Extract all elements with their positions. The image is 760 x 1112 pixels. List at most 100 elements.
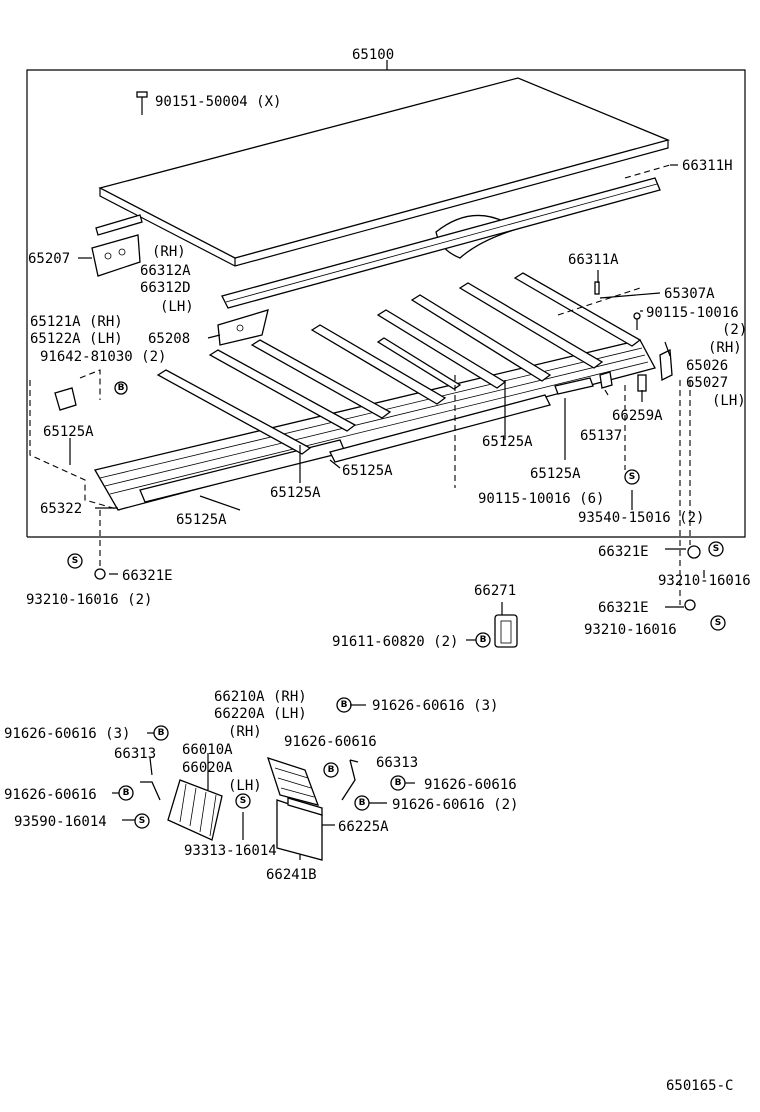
- label-93313: 93313-16014: [184, 843, 277, 859]
- label-91626-3a: 91626-60616 (3): [372, 698, 498, 714]
- svg-text:S: S: [72, 556, 78, 566]
- label-65322: 65322: [40, 501, 82, 517]
- label-65137: 65137: [580, 428, 622, 444]
- label-93590: 93590-16014: [14, 814, 107, 830]
- label-65125a-6: 65125A: [176, 512, 227, 528]
- svg-text:B: B: [395, 778, 402, 788]
- label-66311h: 66311H: [682, 158, 733, 174]
- label-66321e-l: 66321E: [122, 568, 173, 584]
- label-lh-1: (LH): [160, 299, 194, 315]
- label-rh-1: (RH): [152, 244, 186, 260]
- label-91642: 91642-81030 (2): [40, 349, 166, 365]
- leader-lines: [69, 164, 678, 860]
- symbol-b-91626-2: B: [354, 795, 370, 811]
- bracket-66271: [494, 614, 518, 648]
- bracket-65121a: [54, 387, 77, 411]
- symbol-s-93313: S: [235, 793, 251, 809]
- bracket-65207: [91, 234, 141, 277]
- mud-guard-right: [266, 756, 320, 806]
- svg-text:B: B: [123, 788, 130, 798]
- label-93210-r2: 93210-16016: [584, 622, 677, 638]
- cross-members: [156, 272, 642, 455]
- bolt-90151: [136, 91, 148, 115]
- label-65125a-5: 65125A: [270, 485, 321, 501]
- label-91626-3b: 91626-60616 (3): [4, 726, 130, 742]
- side-rail-66311h: [221, 177, 661, 309]
- label-65100: 65100: [352, 47, 394, 63]
- label-lh-3: (LH): [228, 778, 262, 794]
- label-66210a: 66210A (RH): [214, 689, 307, 705]
- label-rh-2: (RH): [708, 340, 742, 356]
- label-65208: 65208: [148, 331, 190, 347]
- label-rh-3: (RH): [228, 724, 262, 740]
- bracket-65026: [659, 348, 673, 382]
- symbol-b-91626-c: B: [390, 775, 406, 791]
- label-66225a: 66225A: [338, 819, 389, 835]
- label-66321e-r1: 66321E: [598, 544, 649, 560]
- label-65026: 65026: [686, 358, 728, 374]
- label-66312d: 66312D: [140, 280, 191, 296]
- svg-text:B: B: [118, 383, 125, 393]
- clip-66311a: [594, 281, 600, 295]
- label-66010a: 66010A: [182, 742, 233, 758]
- label-66313-r: 66313: [376, 755, 418, 771]
- hinge-66313-right: [341, 759, 356, 801]
- label-65122a: 65122A (LH): [30, 331, 123, 347]
- label-66220a: 66220A (LH): [214, 706, 307, 722]
- svg-text:B: B: [328, 765, 335, 775]
- label-93210-l: 93210-16016 (2): [26, 592, 152, 608]
- bracket-66259a: [637, 374, 647, 392]
- nut-66321e-right1: [687, 545, 701, 559]
- label-91611: 91611-60820 (2): [332, 634, 458, 650]
- svg-text:B: B: [158, 728, 165, 738]
- label-65307a: 65307A: [664, 286, 715, 302]
- label-65207: 65207: [28, 251, 70, 267]
- label-65125a-3: 65125A: [342, 463, 393, 479]
- label-66312a: 66312A: [140, 263, 191, 279]
- label-66313-l: 66313: [114, 746, 156, 762]
- svg-text:S: S: [629, 472, 635, 482]
- hinge-66313-left: [140, 781, 161, 801]
- symbol-b-91642: B: [114, 381, 128, 395]
- mud-guard-left: [167, 779, 223, 841]
- label-qty-2: (2): [722, 322, 747, 338]
- bar-66225a: [287, 797, 323, 816]
- symbol-b-91626-3a: B: [336, 697, 352, 713]
- label-66311a: 66311A: [568, 252, 619, 268]
- svg-text:B: B: [480, 635, 487, 645]
- label-90151: 90151-50004 (X): [155, 94, 281, 110]
- symbol-s-93210-right2: S: [710, 615, 726, 631]
- label-65125a-4: 65125A: [530, 466, 581, 482]
- symbol-b-91611: B: [475, 632, 491, 648]
- svg-text:S: S: [139, 816, 145, 826]
- svg-text:S: S: [715, 618, 721, 628]
- label-93540: 93540-15016 (2): [578, 510, 704, 526]
- label-66020a: 66020A: [182, 760, 233, 776]
- label-91626-b: 91626-60616: [4, 787, 97, 803]
- label-90115-6: 90115-10016 (6): [478, 491, 604, 507]
- symbol-s-93590: S: [134, 813, 150, 829]
- label-lh-2: (LH): [712, 393, 746, 409]
- label-65027: 65027: [686, 375, 728, 391]
- bracket-65137: [599, 371, 613, 389]
- label-91626-2: 91626-60616 (2): [392, 797, 518, 813]
- figure-code: 650165-C: [666, 1078, 733, 1094]
- svg-text:S: S: [240, 796, 246, 806]
- symbol-b-91626-b: B: [118, 785, 134, 801]
- svg-text:B: B: [359, 798, 366, 808]
- nut-66321e-right2: [684, 599, 696, 611]
- assembly-frame: [26, 60, 746, 538]
- svg-text:B: B: [341, 700, 348, 710]
- label-90115-2: 90115-10016: [646, 305, 739, 321]
- bracket-top-left: [95, 214, 143, 236]
- bracket-65208: [217, 309, 269, 346]
- nut-66321e-left: [94, 568, 106, 580]
- symbol-b-91626-3b: B: [153, 725, 169, 741]
- label-93210-r1: 93210-16016: [658, 573, 751, 589]
- label-66321e-r2: 66321E: [598, 600, 649, 616]
- label-66271: 66271: [474, 583, 516, 599]
- label-66259a: 66259A: [612, 408, 663, 424]
- label-65125a-1: 65125A: [43, 424, 94, 440]
- symbol-s-93210-left: S: [67, 553, 83, 569]
